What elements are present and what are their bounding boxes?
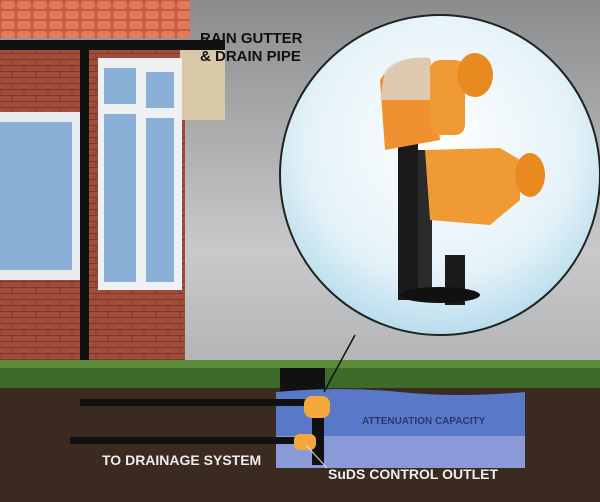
roof-tiles	[0, 0, 190, 38]
fascia	[180, 50, 225, 120]
outflow-pipe	[70, 437, 310, 444]
attenuation-label: ATTENUATION CAPACITY	[362, 416, 486, 427]
rain-gutter	[0, 40, 225, 50]
elbow-fitting	[304, 396, 330, 418]
inflow-pipe	[80, 399, 320, 406]
drainage-label: TO DRAINAGE SYSTEM	[102, 452, 262, 468]
gutter-label-line1: RAIN GUTTER	[200, 30, 303, 47]
gutter-label-line2: & DRAIN PIPE	[200, 48, 301, 65]
suds-device-illustration	[380, 53, 545, 305]
gutter-label: RAIN GUTTER & DRAIN PIPE	[200, 30, 303, 66]
left-window-glass	[0, 122, 72, 270]
suds-outlet-label: SuDS CONTROL OUTLET	[328, 466, 499, 482]
drain-pipe	[80, 45, 89, 405]
suds-outlet-fitting	[294, 434, 316, 450]
